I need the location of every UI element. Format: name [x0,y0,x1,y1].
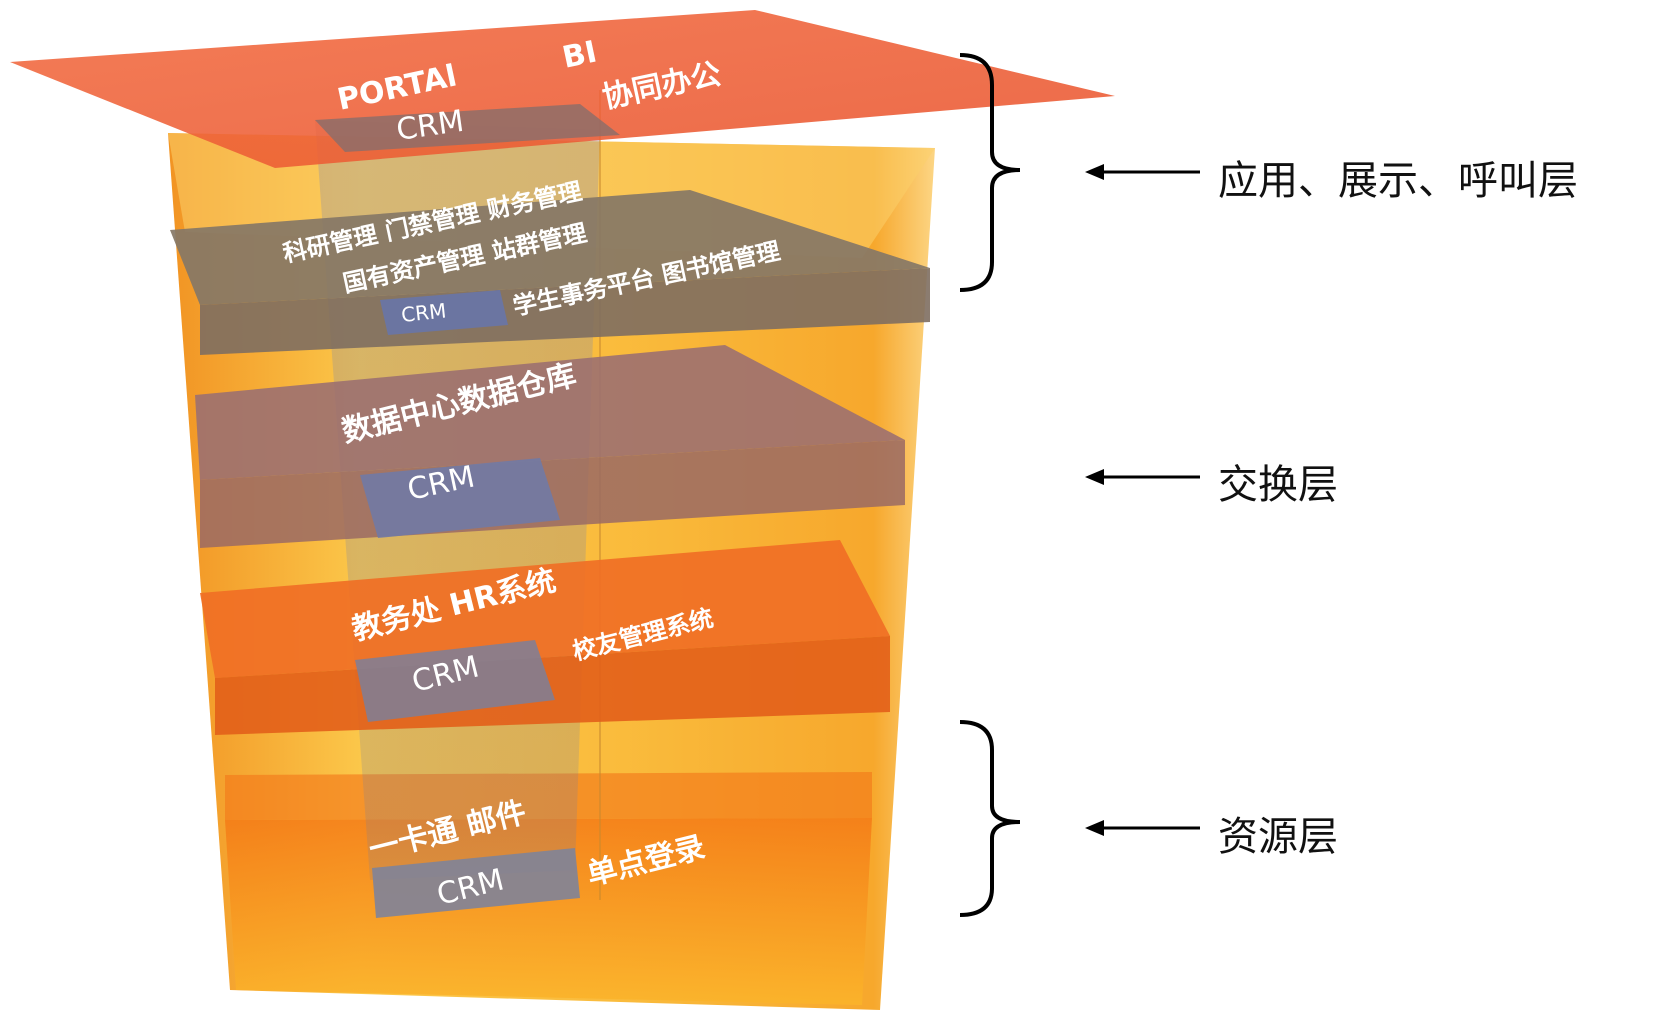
app-plate-side [200,268,930,355]
exchange-plate-top [195,345,905,480]
resource-layer-label: 资源层 [1218,814,1338,860]
business-crm-box [355,640,555,722]
exchange-crm-box [360,458,560,538]
top-plane [10,10,1115,168]
exchange-layer-label: 交换层 [1218,462,1338,508]
resource-layer-brace [959,720,1021,917]
top-crm-box [315,104,620,152]
resource-layer-arrow-head [1085,820,1104,836]
app-plate-top [170,190,930,305]
top-word-bi: BI [559,35,600,76]
resource-crm-box [372,848,580,918]
business-plate-top [200,540,890,678]
app-layer-brace [959,53,1021,292]
app-crm-box [380,290,508,335]
app-crm-label: CRM [400,298,447,327]
exchange-layer-arrow-head [1085,469,1104,485]
app-layer-arrow-head [1085,164,1104,180]
app-layer-label: 应用、展示、呼叫层 [1218,158,1578,204]
